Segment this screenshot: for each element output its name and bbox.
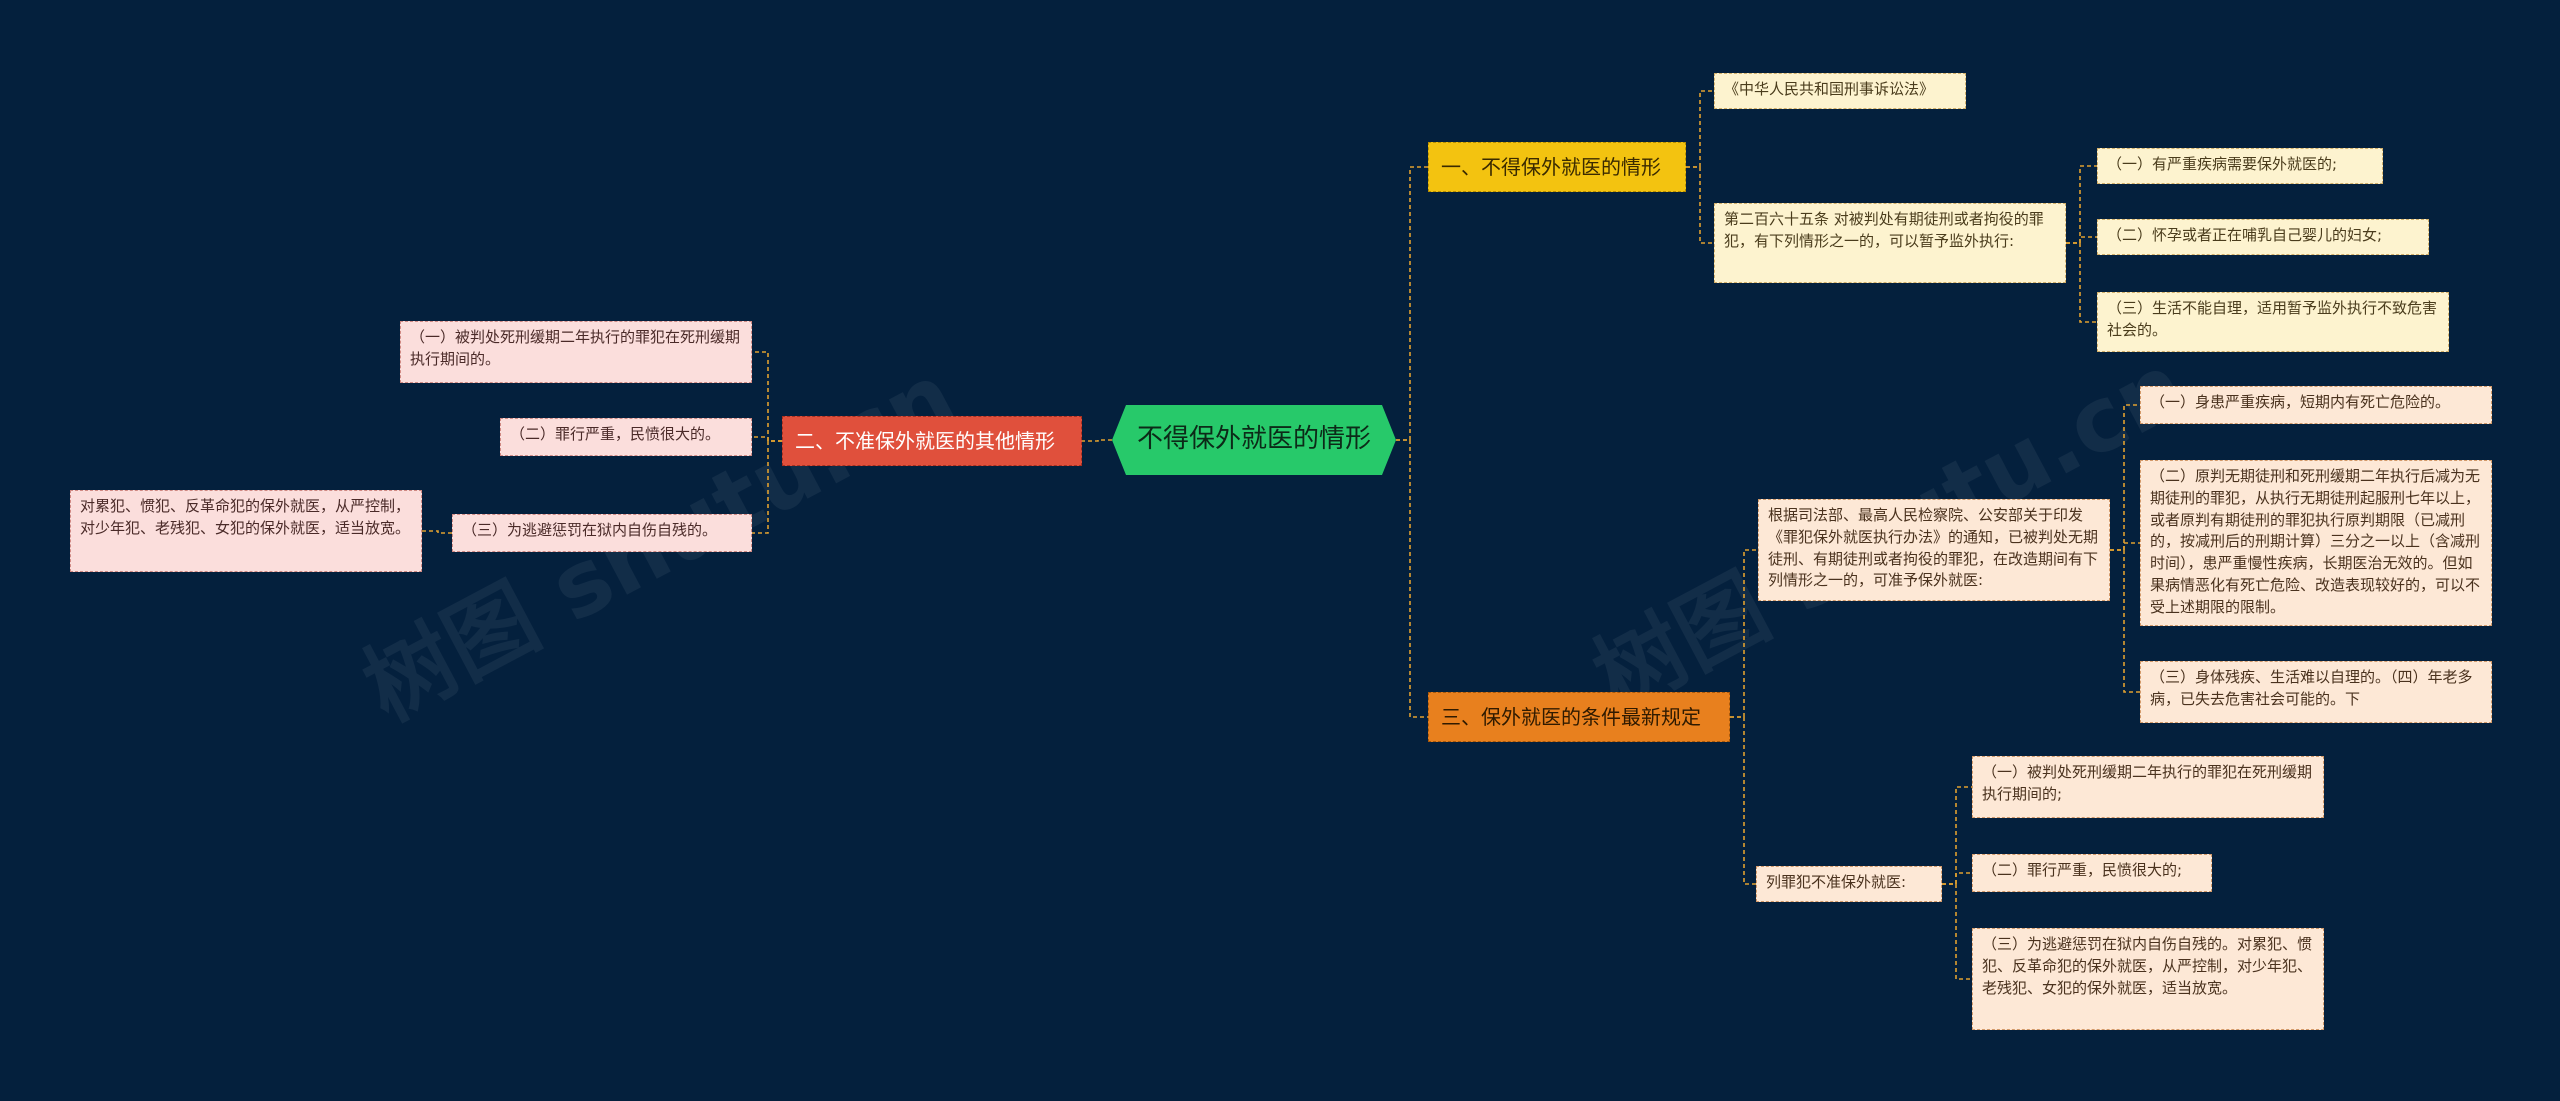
article-item-text: （三）生活不能自理，适用暂予监外执行不致危害社会的。 xyxy=(2107,299,2438,339)
connector-line xyxy=(1730,549,1758,718)
deny-node[interactable]: 列罪犯不准保外就医: xyxy=(1756,866,1942,902)
rule-item-node[interactable]: （一）身患严重疾病，短期内有死亡危险的。 xyxy=(2140,386,2492,424)
deny-item-text: （三）为逃避惩罚在狱内自伤自残的。对累犯、惯犯、反革命犯的保外就医，从严控制，对… xyxy=(1982,935,2313,997)
article-item-node[interactable]: （二）怀孕或者正在哺乳自己婴儿的妇女; xyxy=(2097,219,2429,255)
connector-line xyxy=(1686,166,1714,244)
branch2-item-text: （二）罪行严重，民愤很大的。 xyxy=(510,425,721,443)
branch2-item-node[interactable]: （三）为逃避惩罚在狱内自伤自残的。 xyxy=(452,514,752,552)
article-text: 第二百六十五条 对被判处有期徒刑或者拘役的罪犯，有下列情形之一的，可以暂予监外执… xyxy=(1724,210,2044,250)
connector-line xyxy=(752,440,782,534)
root-title: 不得保外就医的情形 xyxy=(1136,424,1371,455)
branch-node-1[interactable]: 一、不得保外就医的情形 xyxy=(1428,142,1686,192)
connector-line xyxy=(1396,166,1428,441)
law-title-node[interactable]: 《中华人民共和国刑事诉讼法》 xyxy=(1714,73,1966,109)
connector-line xyxy=(1082,439,1112,442)
rule-item-text: （二）原判无期徒刑和死刑缓期二年执行后减为无期徒刑的罪犯，从执行无期徒刑起服刑七… xyxy=(2150,467,2481,616)
branch-title: 二、不准保外就医的其他情形 xyxy=(795,428,1055,453)
connector-line xyxy=(752,436,782,442)
branch-node-2[interactable]: 二、不准保外就医的其他情形 xyxy=(782,416,1082,466)
article-item-text: （一）有严重疾病需要保外就医的; xyxy=(2107,155,2338,173)
article-item-node[interactable]: （三）生活不能自理，适用暂予监外执行不致危害社会的。 xyxy=(2097,292,2449,352)
rule-item-text: （一）身患严重疾病，短期内有死亡危险的。 xyxy=(2150,393,2451,411)
article-item-node[interactable]: （一）有严重疾病需要保外就医的; xyxy=(2097,148,2383,184)
deny-text: 列罪犯不准保外就医: xyxy=(1766,873,1907,891)
branch2-item-node[interactable]: （二）罪行严重，民愤很大的。 xyxy=(500,418,752,456)
connector-line xyxy=(2066,242,2097,323)
deny-item-text: （一）被判处死刑缓期二年执行的罪犯在死刑缓期执行期间的; xyxy=(1982,763,2313,803)
rule-text: 根据司法部、最高人民检察院、公安部关于印发《罪犯保外就医执行办法》的通知，已被判… xyxy=(1768,506,2099,590)
article-node[interactable]: 第二百六十五条 对被判处有期徒刑或者拘役的罪犯，有下列情形之一的，可以暂予监外执… xyxy=(1714,203,2066,283)
connector-line xyxy=(1686,90,1714,168)
branch2-item-text: （三）为逃避惩罚在狱内自伤自残的。 xyxy=(462,521,718,539)
branch2-item-text: （一）被判处死刑缓期二年执行的罪犯在死刑缓期执行期间的。 xyxy=(410,328,741,368)
connector-line xyxy=(1942,786,1972,885)
branch2-sub-text: 对累犯、惯犯、反革命犯的保外就医，从严控制，对少年犯、老残犯、女犯的保外就医，适… xyxy=(80,497,411,537)
connector-line xyxy=(1396,439,1428,718)
connector-line xyxy=(1942,872,1972,885)
branch2-item-node[interactable]: （一）被判处死刑缓期二年执行的罪犯在死刑缓期执行期间的。 xyxy=(400,321,752,383)
branch-node-3[interactable]: 三、保外就医的条件最新规定 xyxy=(1428,692,1730,742)
connector-line xyxy=(422,530,452,534)
connector-line xyxy=(752,351,782,442)
deny-item-node[interactable]: （三）为逃避惩罚在狱内自伤自残的。对累犯、惯犯、反革命犯的保外就医，从严控制，对… xyxy=(1972,928,2324,1030)
deny-item-node[interactable]: （一）被判处死刑缓期二年执行的罪犯在死刑缓期执行期间的; xyxy=(1972,756,2324,818)
article-item-text: （二）怀孕或者正在哺乳自己婴儿的妇女; xyxy=(2107,226,2383,244)
rule-item-text: （三）身体残疾、生活难以自理的。（四）年老多病，已失去危害社会可能的。下 xyxy=(2150,668,2473,708)
rule-node[interactable]: 根据司法部、最高人民检察院、公安部关于印发《罪犯保外就医执行办法》的通知，已被判… xyxy=(1758,499,2110,601)
connector-line xyxy=(2110,549,2140,693)
connector-line xyxy=(1942,883,1972,980)
law-title: 《中华人民共和国刑事诉讼法》 xyxy=(1724,80,1935,98)
branch-title: 一、不得保外就医的情形 xyxy=(1441,154,1661,179)
deny-item-text: （二）罪行严重，民愤很大的; xyxy=(1982,861,2183,879)
branch-title: 三、保外就医的条件最新规定 xyxy=(1441,704,1701,729)
connector-line xyxy=(1730,716,1756,885)
connector-line xyxy=(2110,404,2140,551)
connector-line xyxy=(2066,165,2097,244)
connector-line xyxy=(2066,236,2097,244)
rule-item-node[interactable]: （二）原判无期徒刑和死刑缓期二年执行后减为无期徒刑的罪犯，从执行无期徒刑起服刑七… xyxy=(2140,460,2492,626)
deny-item-node[interactable]: （二）罪行严重，民愤很大的; xyxy=(1972,854,2212,892)
root-node[interactable]: 不得保外就医的情形 xyxy=(1112,405,1396,475)
rule-item-node[interactable]: （三）身体残疾、生活难以自理的。（四）年老多病，已失去危害社会可能的。下 xyxy=(2140,661,2492,723)
connector-line xyxy=(2110,542,2140,551)
branch2-sub-node[interactable]: 对累犯、惯犯、反革命犯的保外就医，从严控制，对少年犯、老残犯、女犯的保外就医，适… xyxy=(70,490,422,572)
